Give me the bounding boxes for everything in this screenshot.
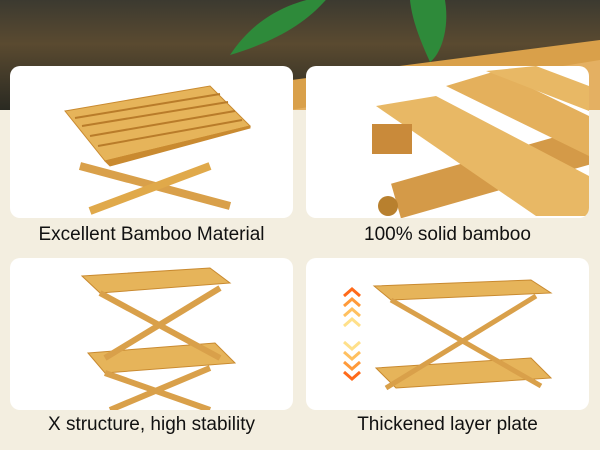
caption: 100% solid bamboo — [364, 224, 531, 245]
thickened-plate-rack-image — [343, 279, 553, 391]
panel-x-structure — [10, 258, 293, 410]
panel-solid-bamboo — [306, 66, 589, 218]
caption: Thickened layer plate — [357, 414, 538, 435]
panel-bamboo-material — [10, 66, 293, 218]
caption: X structure, high stability — [48, 414, 255, 435]
caption: Excellent Bamboo Material — [38, 224, 265, 245]
x-structure-rack-image — [80, 267, 237, 410]
bamboo-slat-closeup-image — [372, 66, 589, 218]
bamboo-leaf-icon — [230, 0, 326, 55]
rack-top-view-image — [64, 85, 251, 215]
up-down-arrows-icon — [343, 287, 361, 381]
panel-thickened-plate — [306, 258, 589, 410]
